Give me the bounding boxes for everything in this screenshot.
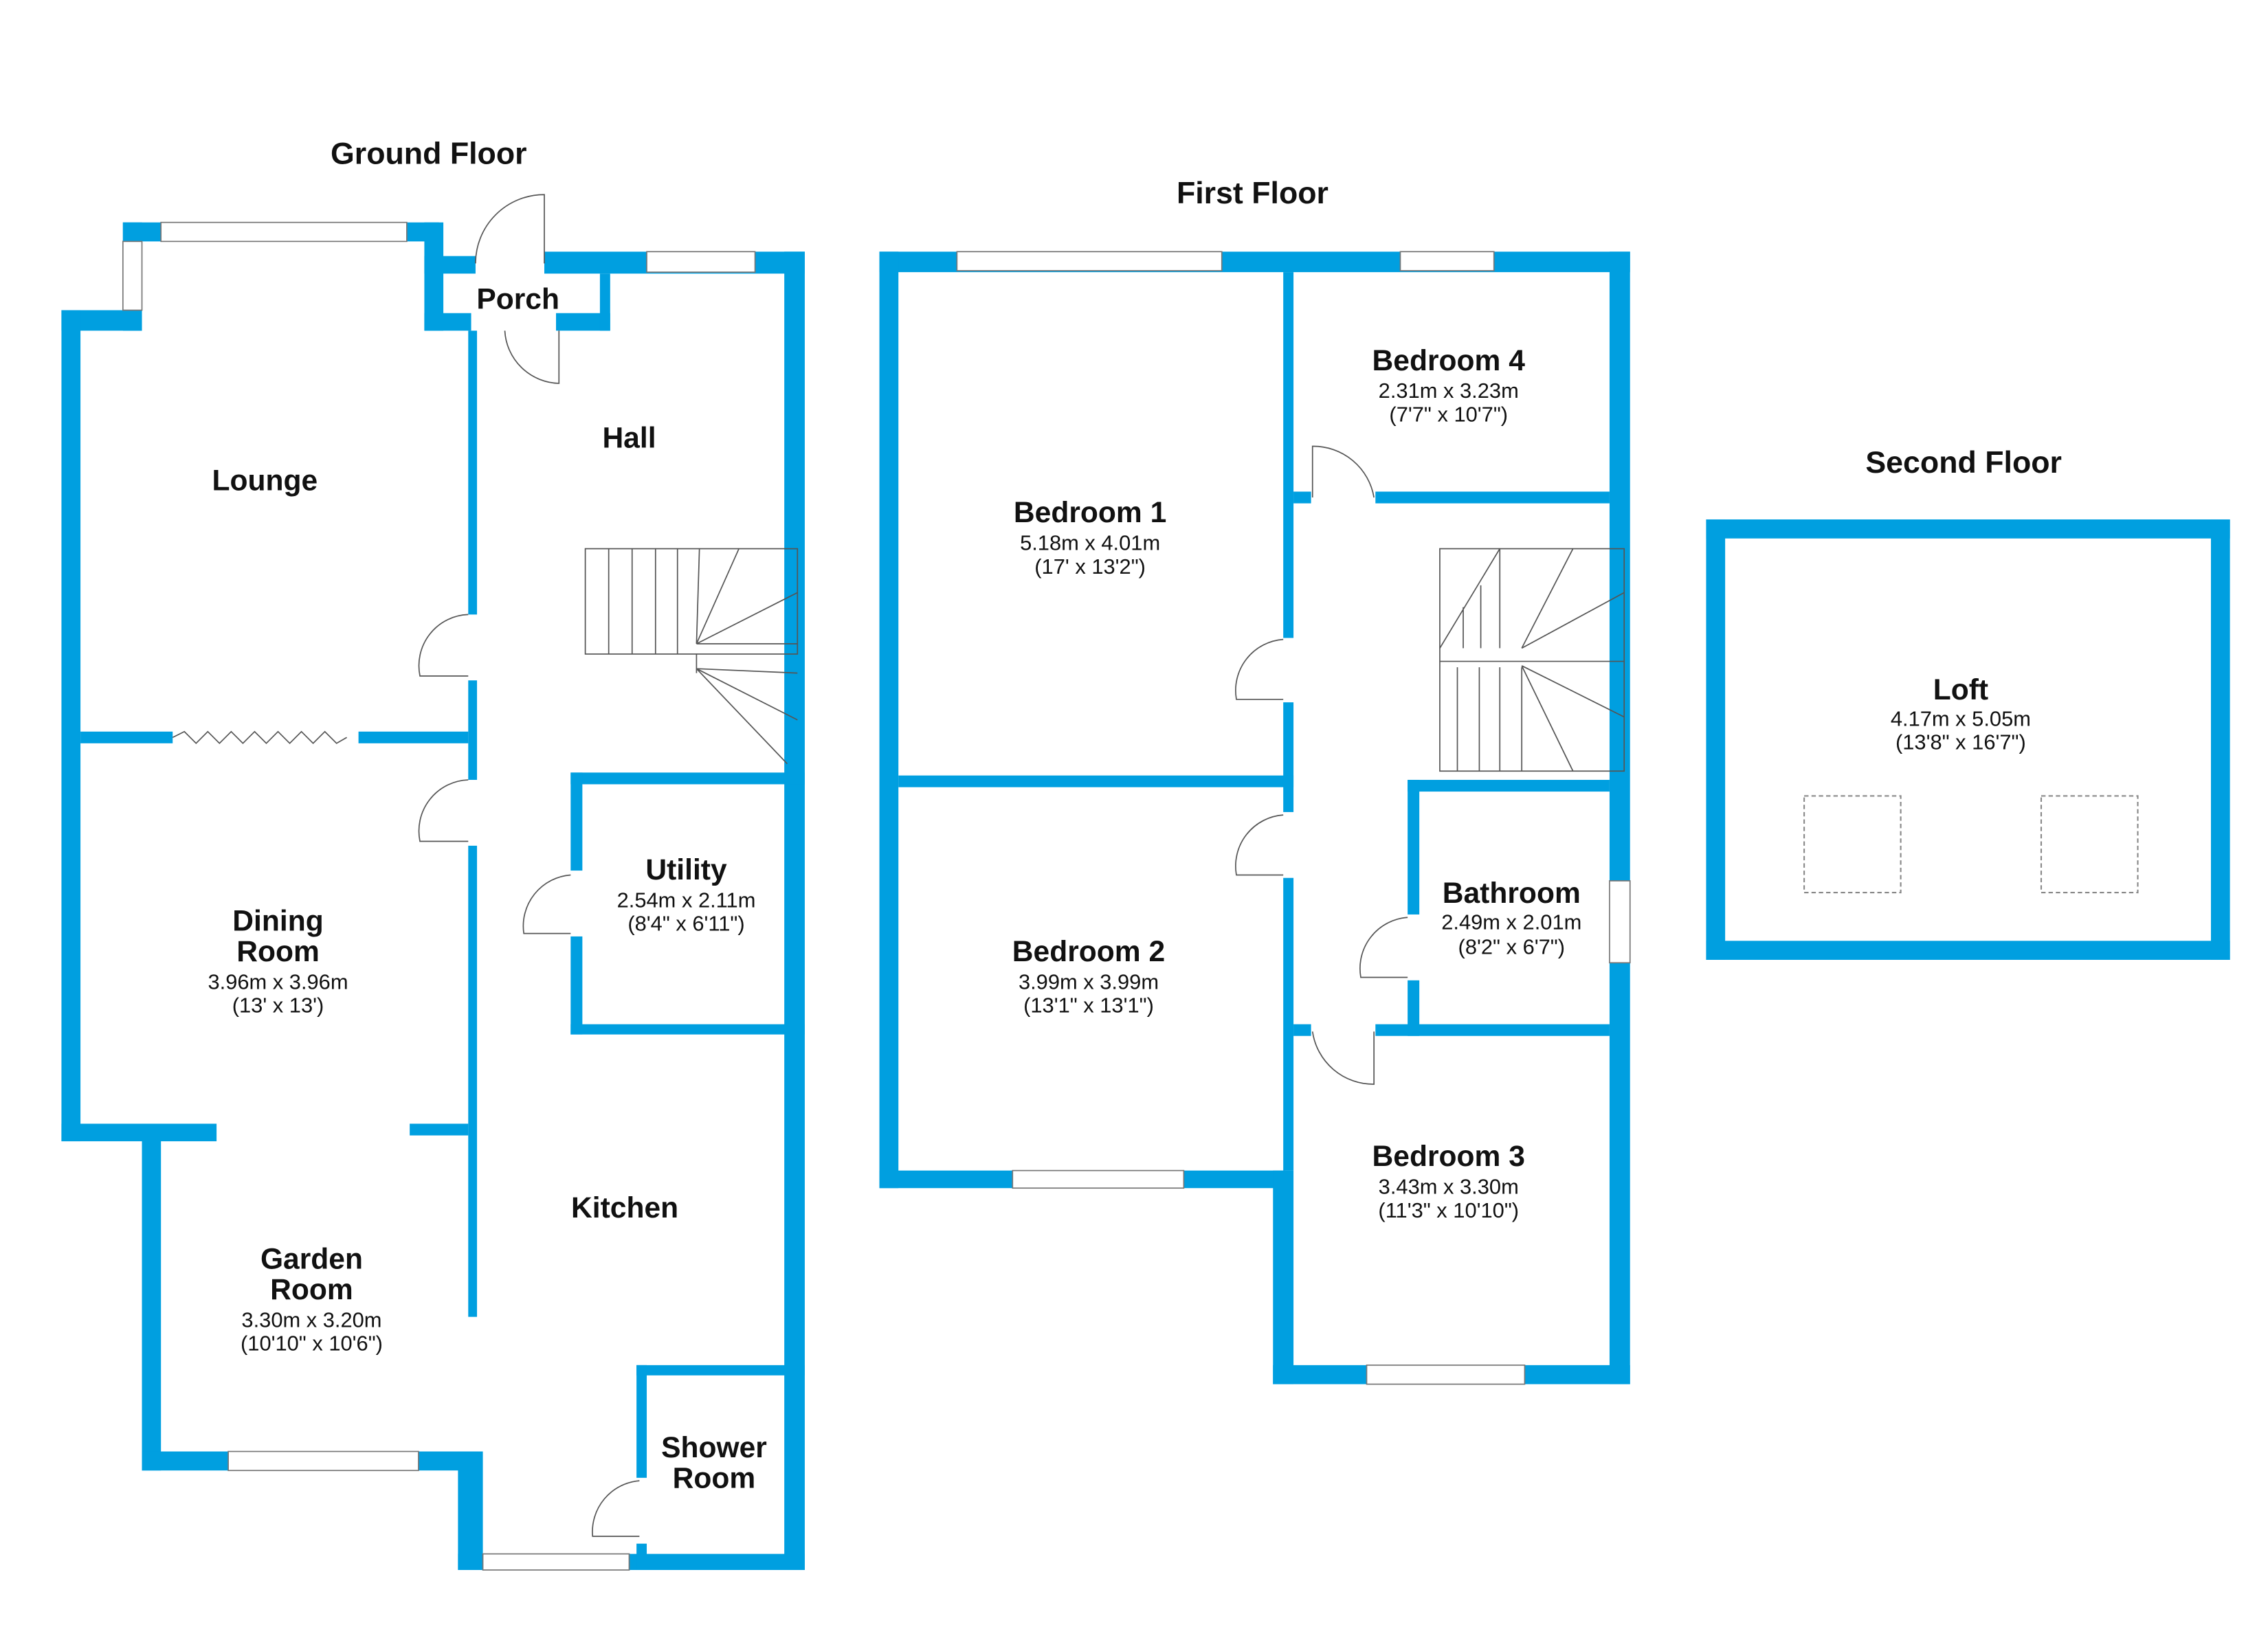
room-name-hall: Hall (602, 422, 656, 455)
room-dim-imperial-utility: (8'4" x 6'11") (627, 911, 744, 935)
room-dim-metric-garden: 3.30m x 3.20m (241, 1308, 381, 1332)
second-floor-walls (1706, 519, 2230, 960)
room-dim-imperial-bathroom: (8'2" x 6'7") (1458, 934, 1565, 958)
room-dim-imperial-bedroom3: (11'3" x 10'10") (1378, 1198, 1519, 1222)
room-dim-metric-bedroom3: 3.43m x 3.30m (1379, 1175, 1519, 1199)
ground-floor-plan: Ground Floor (61, 137, 805, 1571)
room-dim-imperial-bedroom1: (17' x 13'2") (1034, 554, 1146, 579)
room-name-kitchen: Kitchen (571, 1191, 678, 1224)
room-name-bathroom: Bathroom (1443, 877, 1581, 910)
room-dim-metric-loft: 4.17m x 5.05m (1891, 706, 2031, 730)
room-dim-metric-bedroom2: 3.99m x 3.99m (1019, 970, 1159, 994)
room-dim-imperial-dining: (13' x 13') (232, 994, 324, 1018)
ground-floor-labels: Porch Hall Lounge Utility 2.54m x 2.11m … (208, 282, 766, 1494)
room-dim-imperial-bedroom4: (7'7" x 10'7") (1389, 402, 1508, 426)
second-floor-title: Second Floor (1865, 446, 2062, 480)
first-floor-plan: First Floor (879, 177, 1631, 1385)
first-floor-windows (956, 251, 1631, 1385)
room-dim-metric-utility: 2.54m x 2.11m (617, 888, 756, 912)
room-dim-metric-bathroom: 2.49m x 2.01m (1441, 910, 1581, 934)
room-name-utility: Utility (645, 853, 727, 886)
ground-floor-windows (122, 221, 756, 1571)
room-name-lounge: Lounge (212, 464, 318, 497)
room-name-shower: Shower (661, 1431, 767, 1464)
room-name-bedroom1: Bedroom 1 (1014, 496, 1166, 529)
ground-floor-title: Ground Floor (331, 137, 527, 171)
first-floor-stairs (1439, 548, 1625, 772)
skylight-right (2040, 795, 2139, 894)
room-dim-metric-bedroom1: 5.18m x 4.01m (1020, 531, 1160, 555)
first-floor-labels: Bedroom 1 5.18m x 4.01m (17' x 13'2") Be… (1012, 344, 1582, 1222)
room-name-porch: Porch (476, 282, 559, 315)
ground-floor-stairs (584, 548, 799, 765)
room-name-loft: Loft (1933, 673, 1988, 706)
room-dim-metric-bedroom4: 2.31m x 3.23m (1379, 379, 1519, 403)
room-name-garden: Garden (260, 1242, 363, 1275)
room-dim-imperial-garden: (10'10" x 10'6") (241, 1332, 383, 1356)
room-name-bedroom2: Bedroom 2 (1012, 935, 1165, 968)
room-dim-imperial-bedroom2: (13'1" x 13'1") (1023, 994, 1154, 1018)
second-floor-plan: Second Floor Loft 4.17m x 5.05m (13'8" x… (1706, 446, 2230, 960)
first-floor-doors (1235, 445, 1408, 1085)
first-floor-title: First Floor (1177, 177, 1328, 210)
room-name-bedroom3: Bedroom 3 (1372, 1140, 1525, 1173)
room-name-dining: Dining (232, 904, 323, 937)
room-name-dining-2: Room (236, 935, 320, 968)
ground-floor-walls (61, 222, 805, 1571)
room-dim-metric-dining: 3.96m x 3.96m (208, 970, 348, 994)
room-name-shower-2: Room (673, 1462, 756, 1495)
skylight-left (1803, 795, 1902, 894)
ground-floor-doors (172, 194, 640, 1537)
room-name-garden-2: Room (270, 1273, 353, 1306)
room-name-bedroom4: Bedroom 4 (1372, 344, 1526, 377)
room-dim-imperial-loft: (13'8" x 16'7") (1895, 730, 2026, 754)
